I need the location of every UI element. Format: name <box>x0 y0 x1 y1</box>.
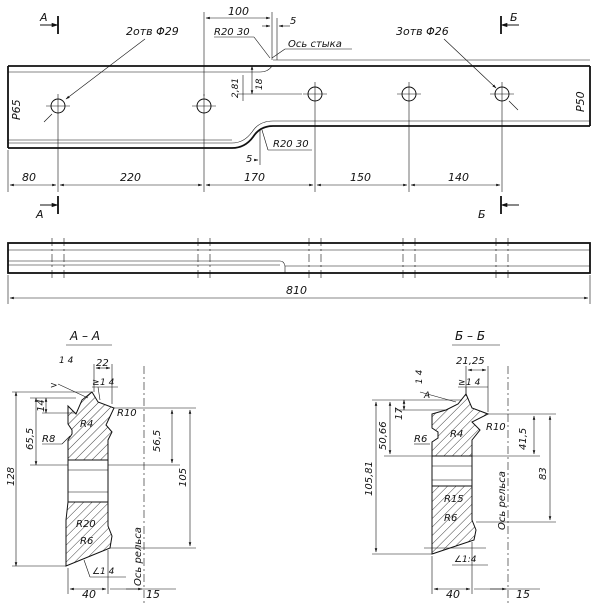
section-b-r6: R6 <box>444 513 457 524</box>
dim-18: 18 <box>250 65 265 95</box>
section-b-cut-mark-top: Б <box>500 11 519 34</box>
section-b-width-top: 21,25 <box>456 356 485 367</box>
dim-5-bottom: 5 <box>246 130 261 165</box>
dim-5-top: 5 <box>262 16 296 60</box>
holes-left-label: 2отв Φ29 <box>126 25 179 38</box>
hole-left-leader-tail <box>43 113 53 123</box>
r20-30-top-label: R20 30 <box>214 27 250 38</box>
dim-2-81: 2,81 <box>231 75 244 101</box>
section-b-width-bottom: 40 <box>446 588 460 601</box>
section-b-mark-a: А <box>423 391 430 401</box>
section-a-slope-left: 1 4 <box>59 356 74 366</box>
hole-2 <box>192 94 216 118</box>
section-a-r8: R8 <box>42 434 55 445</box>
hole-1 <box>46 94 70 118</box>
section-a-width-top: 22 <box>96 358 109 369</box>
section-b-r10: R10 <box>486 422 506 433</box>
dim-220: 220 <box>120 171 141 184</box>
section-a-letter-top: А <box>39 11 48 24</box>
svg-text:100: 100 <box>228 5 249 18</box>
section-b-offset: 15 <box>516 588 530 601</box>
section-a-h56-5: 56,5 <box>152 430 163 452</box>
section-a-a: А – А R4 R10 R8 R20 R6 1 4 > 22 1 4 ≥ <box>6 329 196 606</box>
dim-chain-bottom: 80 220 170 150 140 <box>7 106 503 192</box>
section-a-slope-left-symbol: > <box>50 381 58 391</box>
section-a-r4: R4 <box>80 419 93 430</box>
section-b-slope-top: 1 4 <box>466 378 481 388</box>
hole-5 <box>490 82 514 106</box>
section-b-h105-81: 105,81 <box>364 461 375 496</box>
hole-3 <box>303 82 327 106</box>
section-b-h17: 17 <box>394 407 405 420</box>
side-view: 810 <box>7 238 591 304</box>
section-b-r15: R15 <box>444 494 464 505</box>
section-a-r10: R10 <box>117 408 137 419</box>
dim-170: 170 <box>244 171 265 184</box>
section-a-r6: R6 <box>80 536 93 547</box>
section-b-r4: R4 <box>450 429 463 440</box>
section-b-cut-mark-bottom: Б <box>478 196 519 221</box>
section-a-offset: 15 <box>146 588 160 601</box>
dim-140: 140 <box>448 171 469 184</box>
section-a-slope-top-symbol: ≥ <box>92 378 100 388</box>
section-b-rail-axis: Ось рельса <box>497 471 508 530</box>
section-a-slope-top: 1 4 <box>100 378 115 388</box>
top-view: А Б 2отв Φ29 3отв Φ26 <box>7 5 591 221</box>
section-a-rail-axis: Ось рельса <box>133 527 144 586</box>
profile-left-label: Р65 <box>10 99 23 120</box>
section-b-h41-5: 41,5 <box>518 428 529 450</box>
section-a-h128: 128 <box>6 467 17 486</box>
dim-150: 150 <box>350 171 371 184</box>
hole-4 <box>397 82 421 106</box>
joint-axis-leader <box>271 48 286 59</box>
section-a-slope-bottom-symbol: ∠ <box>92 567 100 577</box>
svg-text:А: А <box>35 208 44 221</box>
section-b-slope-bottom-symbol: ∠ <box>454 555 462 565</box>
r20-30-top-leader <box>253 36 271 59</box>
section-b-slope-left: 1 4 <box>415 369 425 384</box>
section-a-h105: 105 <box>178 468 189 487</box>
section-a-width-bottom: 40 <box>82 588 96 601</box>
section-b-r6-top: R6 <box>414 434 427 445</box>
svg-text:5: 5 <box>246 154 252 165</box>
section-b-b: Б – Б R4 R10 R6 R15 R6 1 4 А 21,25 ≥ 1 4 <box>364 329 556 606</box>
r20-30-bottom-label: R20 30 <box>273 139 309 150</box>
hole-right-leader <box>443 38 497 89</box>
dim-810: 810 <box>7 275 591 304</box>
section-a-cut-mark-bottom: А <box>35 196 59 221</box>
section-a-title: А – А <box>69 329 100 343</box>
section-a-r20: R20 <box>76 519 96 530</box>
svg-text:2,81: 2,81 <box>231 78 241 98</box>
hole-right-leader-tail <box>508 100 519 111</box>
section-a-slope-bottom: 1 4 <box>100 567 115 577</box>
profile-right-label: Р50 <box>574 91 587 112</box>
section-a-h14: 14 <box>36 399 47 412</box>
section-b-letter-top: Б <box>510 11 518 24</box>
svg-text:810: 810 <box>286 284 307 297</box>
holes-right-label: 3отв Φ26 <box>396 25 449 38</box>
section-b-slope-bottom: 1:4 <box>462 555 477 565</box>
section-b-h50-66: 50,66 <box>378 421 389 450</box>
section-a-h65-5: 65,5 <box>25 428 36 450</box>
joint-axis-label: Ось стыка <box>288 39 342 50</box>
dim-80: 80 <box>22 171 36 184</box>
dim-100: 100 <box>203 5 273 96</box>
svg-text:5: 5 <box>290 16 296 27</box>
section-b-title: Б – Б <box>455 329 485 343</box>
r20-30-bottom-leader <box>261 129 269 151</box>
side-view-hole-axes <box>51 238 509 278</box>
plate-outline-top <box>7 59 591 149</box>
hole-left-leader <box>65 38 146 100</box>
section-b-h83: 83 <box>538 467 549 480</box>
svg-text:18: 18 <box>255 78 265 90</box>
svg-text:Б: Б <box>478 208 486 221</box>
section-b-slope-top-symbol: ≥ <box>458 378 466 388</box>
section-a-cut-mark-top: А <box>39 11 59 34</box>
